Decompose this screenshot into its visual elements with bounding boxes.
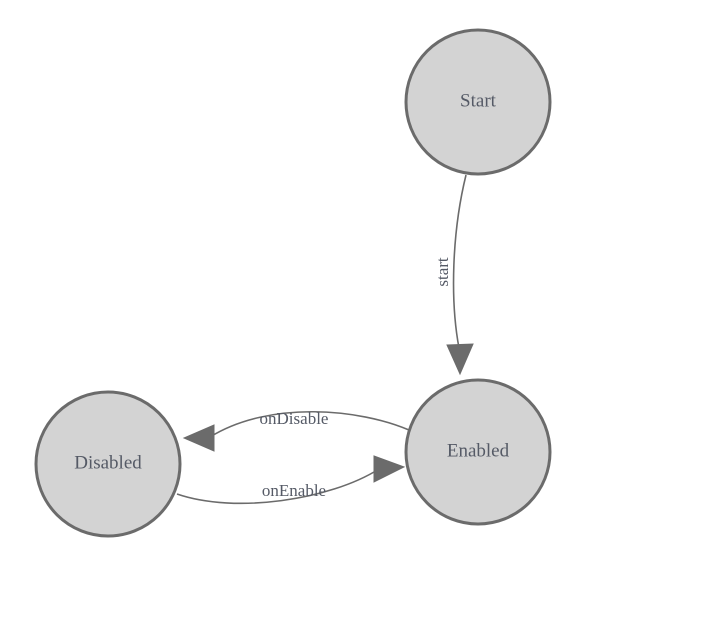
node-enabled[interactable]: Enabled xyxy=(404,378,552,526)
node-disabled-circle xyxy=(34,390,182,538)
edge-label-on-disable: onDisable xyxy=(260,409,329,428)
arrowhead-right-icon xyxy=(373,455,406,483)
node-start-label: Start xyxy=(460,90,497,111)
edge-disabled-to-enabled-path xyxy=(176,468,380,505)
node-enabled-label: Enabled xyxy=(447,440,510,461)
edge-enabled-to-disabled[interactable]: onDisable xyxy=(182,409,410,452)
node-start-circle xyxy=(404,28,552,176)
edge-enabled-to-disabled-path xyxy=(209,410,410,438)
node-start[interactable]: Start xyxy=(404,28,552,176)
node-disabled[interactable]: Disabled xyxy=(34,390,182,538)
arrowhead-left-icon xyxy=(182,424,215,452)
node-disabled-label: Disabled xyxy=(74,452,142,473)
node-enabled-circle xyxy=(404,378,552,526)
edge-label-start: start xyxy=(433,257,452,287)
edge-start-to-enabled[interactable]: start xyxy=(433,174,474,376)
edge-disabled-to-enabled[interactable]: onEnable xyxy=(176,455,406,505)
edge-start-to-enabled-path xyxy=(452,174,467,349)
edge-label-on-enable: onEnable xyxy=(262,481,326,500)
arrowhead-down-icon xyxy=(446,343,474,376)
